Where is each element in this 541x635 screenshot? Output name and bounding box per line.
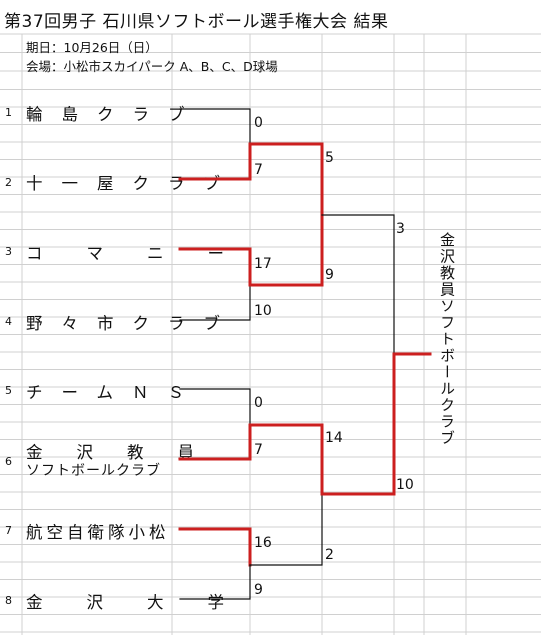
- page-title: 第37回男子 石川県ソフトボール選手権大会 結果: [4, 12, 389, 32]
- bracket-line-semi-a: [321, 214, 395, 355]
- bracket-line-team5: [179, 388, 251, 426]
- bracket-line-team8: [179, 564, 251, 600]
- seed-6: 6: [5, 455, 12, 468]
- date-line: 期日：10月26日（日）: [26, 40, 158, 55]
- bracket-line-r2-b: [248, 213, 324, 287]
- score-r2-2: 9: [325, 267, 334, 283]
- seed-7: 7: [5, 524, 12, 537]
- score-r1-1: 0: [254, 115, 263, 131]
- seed-3: 3: [5, 245, 12, 258]
- bracket-line-r2-d: [249, 493, 323, 566]
- score-r1-4: 10: [254, 303, 272, 319]
- champion-name: 金沢教員ソフトボールクラブ: [438, 232, 456, 447]
- score-r1-8: 9: [254, 582, 263, 598]
- bracket-line-semi-b: [320, 352, 396, 496]
- bracket-line-r2-a: [248, 142, 324, 217]
- bracket-line-team7: [178, 527, 252, 567]
- bracket-line-team2: [178, 142, 252, 181]
- venue-line: 会場：小松市スカイパーク A、B、C、D球場: [26, 59, 278, 74]
- score-semi-2: 10: [396, 477, 414, 493]
- score-r1-5: 0: [254, 395, 263, 411]
- bracket-line-team4: [179, 284, 251, 321]
- team-name-7: 航空自衛隊小松: [26, 523, 170, 542]
- team-name-4: 野々市クラブ: [26, 314, 239, 333]
- bracket-line-team3: [178, 247, 252, 287]
- team-name-2: 十一屋クラブ: [26, 174, 239, 193]
- seed-4: 4: [5, 315, 12, 328]
- seed-8: 8: [5, 594, 12, 607]
- score-r1-3: 17: [254, 256, 272, 272]
- score-r2-4: 2: [325, 547, 334, 563]
- score-semi-1: 3: [396, 221, 405, 237]
- team-name-8: 金沢大学: [26, 593, 268, 612]
- score-r1-2: 7: [254, 162, 263, 178]
- team-name-3: コマニー: [26, 244, 268, 263]
- seed-5: 5: [5, 384, 12, 397]
- score-r1-7: 16: [254, 535, 272, 551]
- seed-1: 1: [5, 106, 12, 119]
- team-name-1: 輪島クラブ: [26, 105, 204, 124]
- team-name-5: チームＮＳ: [26, 383, 204, 402]
- score-r2-3: 14: [325, 430, 343, 446]
- team-name-6-line2: ソフトボールクラブ: [26, 463, 161, 479]
- bracket-line-r2-c: [248, 423, 324, 496]
- team-name-6-line1: 金沢教員: [26, 443, 228, 462]
- seed-2: 2: [5, 176, 12, 189]
- score-r2-1: 5: [325, 150, 334, 166]
- bracket-line-team6: [178, 423, 252, 461]
- bracket-line-team1: [179, 108, 251, 145]
- score-r1-6: 7: [254, 442, 263, 458]
